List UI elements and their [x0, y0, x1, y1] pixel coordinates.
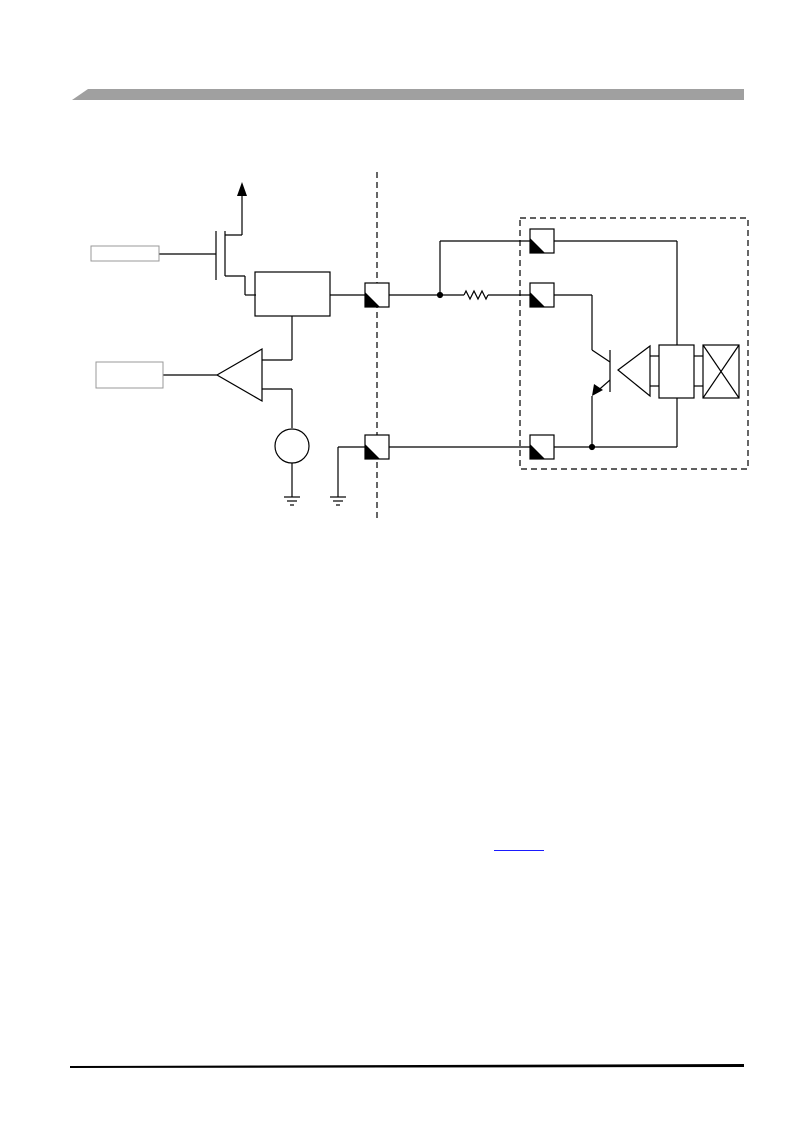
- external-device-boundary: [519, 217, 749, 470]
- amplifier-icon: [215, 347, 263, 403]
- footer-divider: [70, 1064, 744, 1068]
- connector-left-bottom-marker: [365, 444, 380, 459]
- sensor-logic-block: [658, 344, 695, 399]
- circuit-diagram: [90, 172, 749, 520]
- driver-block: [254, 271, 331, 317]
- connector-left-top-marker: [365, 292, 380, 307]
- junction-dot-2: [588, 443, 596, 451]
- header-bar: [72, 89, 744, 100]
- supply-arrow-icon: [237, 182, 247, 196]
- control-input-box: [90, 245, 160, 262]
- current-source-icon: [274, 428, 310, 464]
- resistor-icon: [463, 289, 489, 301]
- transistor-collector: [591, 349, 611, 363]
- emitter-arrow-icon: [592, 384, 603, 396]
- header-stripe: [72, 89, 744, 100]
- sense-output-box: [95, 361, 164, 389]
- optocoupler-icon: [617, 344, 651, 398]
- reference-link[interactable]: [494, 836, 544, 851]
